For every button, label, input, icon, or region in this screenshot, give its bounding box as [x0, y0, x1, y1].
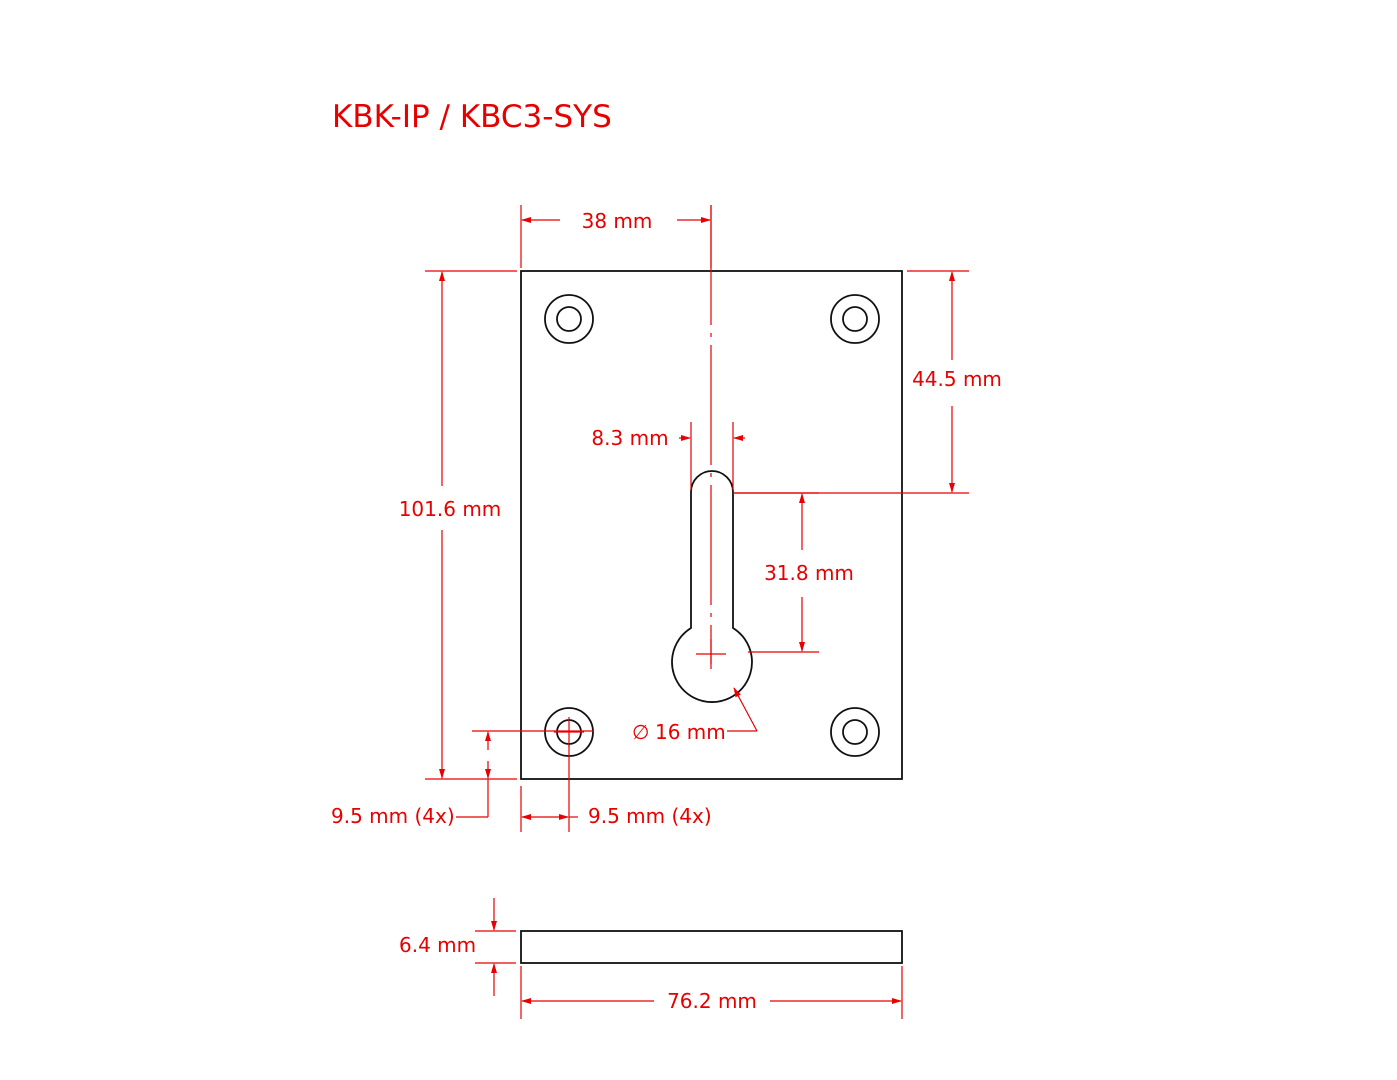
- dimension-9-5mm-horizontal: 9.5 mm (4x): [520, 745, 712, 832]
- hole-through-bottom-right: [842, 719, 868, 745]
- mounting-hole-top-right: [830, 294, 880, 344]
- dimension-label-8-3mm: 8.3 mm: [591, 426, 668, 450]
- drawing-title: KBK-IP / KBC3-SYS: [332, 99, 612, 135]
- dimension-label-16mm: 16 mm: [655, 720, 726, 744]
- dimension-label-38mm: 38 mm: [582, 209, 653, 233]
- dimension-16mm-diameter: ∅ 16 mm: [632, 687, 758, 744]
- dimension-76-2mm: 76.2 mm: [520, 966, 903, 1019]
- hole-through-top-left: [556, 306, 582, 332]
- dimension-label-6-4mm: 6.4 mm: [399, 933, 476, 957]
- front-view: [520, 205, 903, 780]
- plate-side-outline: [520, 930, 903, 964]
- dimension-38mm: 38 mm: [520, 205, 712, 268]
- dimension-6-4mm: 6.4 mm: [399, 898, 516, 996]
- dimension-label-76-2mm: 76.2 mm: [667, 989, 757, 1013]
- dimension-label-31-8mm: 31.8 mm: [764, 561, 854, 585]
- dimension-label-44-5mm: 44.5 mm: [912, 367, 1002, 391]
- hole-counterbore-bottom-right: [830, 707, 880, 757]
- dimension-label-101-6mm: 101.6 mm: [399, 497, 502, 521]
- side-view: [520, 930, 903, 964]
- dimension-44-5mm: 44.5 mm: [733, 270, 1002, 494]
- keyhole-slot-outline: [671, 470, 753, 703]
- dimension-8-3mm: 8.3 mm: [591, 422, 745, 490]
- hole-counterbore-top-left: [544, 294, 594, 344]
- dimension-101-6mm: 101.6 mm: [399, 270, 517, 780]
- mounting-hole-bottom-right: [830, 707, 880, 757]
- hole-counterbore-top-right: [830, 294, 880, 344]
- dimension-label-9-5mm-vertical: 9.5 mm (4x): [331, 804, 455, 828]
- leader-arrow-16mm: [733, 687, 758, 732]
- dimension-31-8mm: 31.8 mm: [733, 492, 854, 653]
- dimension-label-9-5mm-horizontal: 9.5 mm (4x): [588, 804, 712, 828]
- diameter-symbol: ∅: [632, 720, 649, 744]
- dimension-9-5mm-vertical: 9.5 mm (4x): [331, 730, 594, 828]
- mounting-hole-top-left: [544, 294, 594, 344]
- hole-through-top-right: [842, 306, 868, 332]
